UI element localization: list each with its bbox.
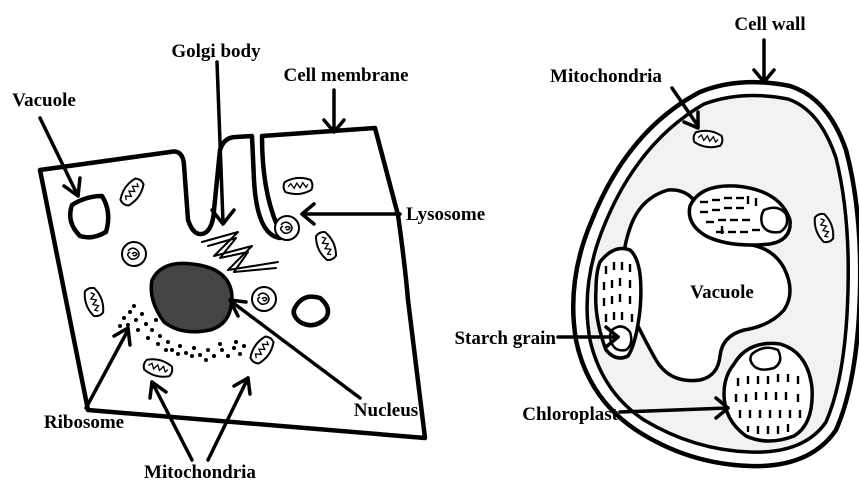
animal-mito-3 [313,229,340,262]
lysosome-arrow [302,204,400,224]
animal-mito-6 [247,334,277,367]
animal-mito-5 [142,357,174,380]
label-nucleus: Nucleus [354,400,418,421]
animal-vacuole-right [294,297,328,326]
animal-mito-4 [82,286,107,319]
chloroplast-left [596,249,641,359]
animal-mito-1 [117,176,147,209]
label-ribosome: Ribosome [44,412,124,433]
animal-mito-2 [283,177,313,195]
label-plant-mitochondria: Mitochondria [550,66,662,87]
cell-membrane-arrow [324,90,344,132]
label-plant-vacuole: Vacuole [690,282,754,303]
label-lysosome: Lysosome [406,204,485,225]
ribosome-arrow [86,328,130,408]
nucleus-shape [151,263,232,331]
label-golgi-body: Golgi body [171,41,261,62]
lysosome-shape [275,216,299,240]
animal-granule-2 [252,287,276,311]
vacuole-arrow [40,118,80,196]
chloroplast-bottom [724,343,812,441]
animal-cell: Golgi body Cell membrane Vacuole Lysosom… [12,41,485,483]
label-cell-wall: Cell wall [734,14,805,35]
animal-granule-1 [122,242,146,266]
label-animal-mitochondria: Mitochondria [144,462,256,483]
plant-cell: Cell wall Mitochondria Vacuole Starch gr… [454,14,859,466]
label-starch-grain: Starch grain [454,328,556,349]
cell-wall-arrow [754,40,774,82]
animal-vacuole-left [70,196,108,237]
label-chloroplast: Chloroplast [522,404,618,425]
animal-cell-membrane [40,128,425,438]
mito-arrow-left [150,382,192,460]
label-cell-membrane: Cell membrane [283,65,408,86]
label-animal-vacuole: Vacuole [12,90,76,111]
